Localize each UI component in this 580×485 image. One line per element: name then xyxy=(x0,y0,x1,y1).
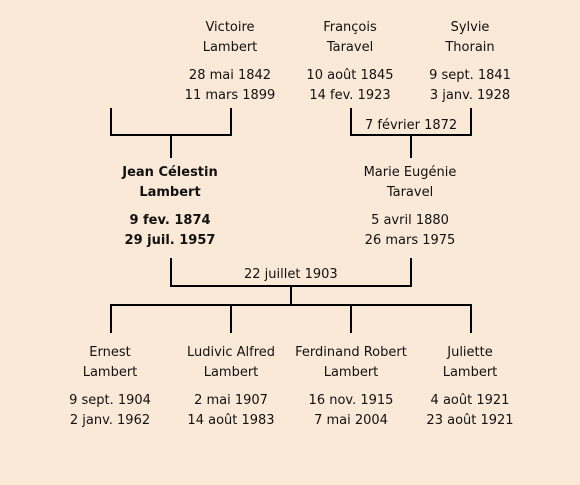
person-first-name: Sylvie xyxy=(450,20,490,35)
death-date: 14 fev. 1923 xyxy=(309,88,391,103)
person-card-focus: Jean Célestin Lambert 9 fev. 1874 29 jui… xyxy=(95,163,245,251)
person-first-name: Ferdinand Robert xyxy=(295,345,407,360)
connector-line xyxy=(110,108,232,136)
person-first-name: Jean Célestin xyxy=(122,165,218,180)
person-first-name: Victoire xyxy=(205,20,255,35)
person-last-name: Thorain xyxy=(445,40,495,55)
marriage-date-label: 7 février 1872 xyxy=(362,118,461,134)
person-card: Sylvie Thorain 9 sept. 1841 3 janv. 1928 xyxy=(395,18,545,106)
person-last-name: Lambert xyxy=(82,365,138,380)
person-first-name: Juliette xyxy=(447,345,493,360)
person-last-name: Taravel xyxy=(326,40,374,55)
person-last-name: Taravel xyxy=(386,185,434,200)
person-card: Victoire Lambert 28 mai 1842 11 mars 189… xyxy=(155,18,305,106)
birth-date: 9 sept. 1904 xyxy=(69,393,151,408)
person-last-name: Lambert xyxy=(442,365,498,380)
person-card: François Taravel 10 août 1845 14 fev. 19… xyxy=(275,18,425,106)
person-card: Ferdinand Robert Lambert 16 nov. 1915 7 … xyxy=(266,343,436,431)
birth-date: 5 avril 1880 xyxy=(371,213,449,228)
death-date: 14 août 1983 xyxy=(187,413,275,428)
person-last-name: Lambert xyxy=(323,365,379,380)
person-first-name: François xyxy=(323,20,377,35)
birth-date: 9 fev. 1874 xyxy=(129,213,211,228)
death-date: 23 août 1921 xyxy=(426,413,514,428)
death-date: 2 janv. 1962 xyxy=(69,413,151,428)
person-first-name: Ernest xyxy=(89,345,131,360)
person-first-name: Marie Eugénie xyxy=(363,165,457,180)
marriage-date-label: 22 juillet 1903 xyxy=(241,267,341,283)
person-first-name: Ludivic Alfred xyxy=(186,345,276,360)
person-last-name: Lambert xyxy=(203,365,259,380)
person-card: Ludivic Alfred Lambert 2 mai 1907 14 aoû… xyxy=(152,343,310,431)
person-last-name: Lambert xyxy=(202,40,258,55)
birth-date: 28 mai 1842 xyxy=(188,68,272,83)
birth-date: 10 août 1845 xyxy=(306,68,394,83)
person-last-name: Lambert xyxy=(139,185,201,200)
person-card: Ernest Lambert 9 sept. 1904 2 janv. 1962 xyxy=(35,343,185,431)
birth-date: 16 nov. 1915 xyxy=(308,393,394,408)
death-date: 29 juil. 1957 xyxy=(124,233,216,248)
birth-date: 2 mai 1907 xyxy=(194,393,268,408)
death-date: 7 mai 2004 xyxy=(314,413,388,428)
birth-date: 4 août 1921 xyxy=(430,393,510,408)
person-card: Juliette Lambert 4 août 1921 23 août 192… xyxy=(395,343,545,431)
person-card: Marie Eugénie Taravel 5 avril 1880 26 ma… xyxy=(335,163,485,251)
death-date: 3 janv. 1928 xyxy=(429,88,511,103)
birth-date: 9 sept. 1841 xyxy=(429,68,511,83)
death-date: 26 mars 1975 xyxy=(364,233,456,248)
death-date: 11 mars 1899 xyxy=(184,88,276,103)
